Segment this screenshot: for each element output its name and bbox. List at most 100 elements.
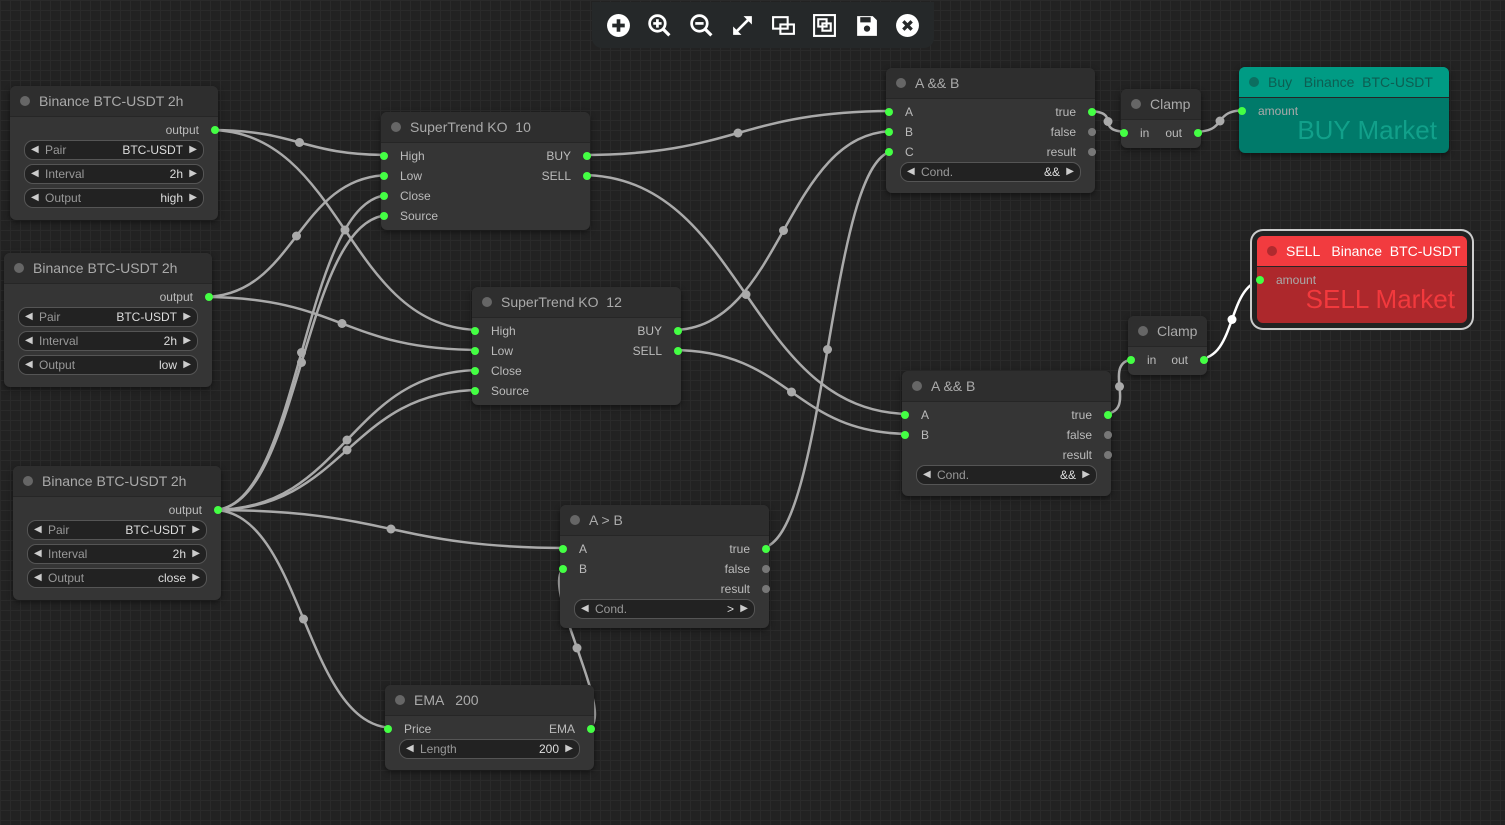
arrow-right-icon[interactable]: ▶ [189, 192, 197, 203]
link-center-handle[interactable] [787, 387, 796, 397]
slot-dot-icon[interactable] [1104, 451, 1112, 459]
arrow-right-icon[interactable]: ▶ [192, 548, 200, 559]
arrow-right-icon[interactable]: ▶ [192, 524, 200, 535]
slot-dot-icon[interactable] [1104, 411, 1112, 419]
node-title[interactable]: A && B [886, 68, 1095, 99]
slot-dot-icon[interactable] [1120, 129, 1128, 137]
add-node-button[interactable] [604, 10, 634, 40]
node-title[interactable]: Clamp [1128, 316, 1207, 347]
input-slot-b[interactable]: B [885, 125, 913, 139]
slot-dot-icon[interactable] [1088, 148, 1096, 156]
slot-dot-icon[interactable] [1088, 128, 1096, 136]
collapse-dot-icon[interactable] [482, 297, 492, 307]
slot-dot-icon[interactable] [380, 152, 388, 160]
input-slot-b[interactable]: B [559, 562, 587, 576]
link-center-handle[interactable] [779, 226, 788, 235]
node-title[interactable]: Buy Binance BTC-USDT [1239, 67, 1449, 98]
arrow-right-icon[interactable]: ▶ [183, 311, 191, 322]
node-title[interactable]: A && B [902, 371, 1111, 402]
link-center-handle[interactable] [1103, 117, 1113, 126]
arrow-left-icon[interactable]: ◀ [31, 168, 39, 179]
input-slot-b[interactable]: B [901, 428, 929, 442]
input-slot-in[interactable]: in [1127, 353, 1156, 367]
arrow-left-icon[interactable]: ◀ [923, 469, 931, 480]
slot-dot-icon[interactable] [762, 585, 770, 593]
slot-dot-icon[interactable] [1104, 431, 1112, 439]
link-center-handle[interactable] [342, 445, 352, 455]
slot-dot-icon[interactable] [583, 152, 591, 160]
collapse-dot-icon[interactable] [1131, 99, 1141, 109]
output-slot-true[interactable]: true [1055, 105, 1096, 119]
output-slot-buy[interactable]: BUY [637, 324, 682, 338]
slot-dot-icon[interactable] [901, 411, 909, 419]
widget-cond[interactable]: ◀Cond.>▶ [574, 599, 755, 619]
node-title[interactable]: EMA 200 [385, 685, 594, 716]
slot-dot-icon[interactable] [214, 506, 222, 514]
node-title[interactable]: SELL Binance BTC-USDT [1257, 236, 1467, 267]
arrow-right-icon[interactable]: ▶ [565, 743, 573, 754]
node-title[interactable]: Binance BTC-USDT 2h [4, 253, 212, 284]
link-center-handle[interactable] [295, 138, 304, 147]
output-slot-buy[interactable]: BUY [546, 149, 591, 163]
slot-dot-icon[interactable] [901, 431, 909, 439]
arrow-right-icon[interactable]: ▶ [189, 168, 197, 179]
collapse-dot-icon[interactable] [570, 515, 580, 525]
node-title[interactable]: A > B [560, 505, 769, 536]
slot-dot-icon[interactable] [885, 128, 893, 136]
arrow-left-icon[interactable]: ◀ [406, 743, 414, 754]
arrow-right-icon[interactable]: ▶ [1082, 469, 1090, 480]
slot-dot-icon[interactable] [674, 327, 682, 335]
input-slot-high[interactable]: High [380, 149, 425, 163]
collapse-dot-icon[interactable] [391, 122, 401, 132]
slot-dot-icon[interactable] [885, 148, 893, 156]
output-slot-ema[interactable]: EMA [549, 722, 595, 736]
input-slot-close[interactable]: Close [380, 189, 431, 203]
link-center-handle[interactable] [299, 614, 308, 624]
link-center-handle[interactable] [572, 643, 582, 653]
slot-dot-icon[interactable] [471, 347, 479, 355]
output-slot-false[interactable]: false [1067, 428, 1112, 442]
slot-dot-icon[interactable] [674, 347, 682, 355]
input-slot-price[interactable]: Price [384, 722, 431, 736]
slot-dot-icon[interactable] [380, 192, 388, 200]
input-slot-source[interactable]: Source [471, 384, 529, 398]
slot-dot-icon[interactable] [1256, 276, 1264, 284]
collapse-dot-icon[interactable] [23, 476, 33, 486]
slot-dot-icon[interactable] [559, 565, 567, 573]
slot-dot-icon[interactable] [1088, 108, 1096, 116]
link-center-handle[interactable] [342, 435, 352, 445]
collapse-dot-icon[interactable] [1267, 246, 1277, 256]
arrow-left-icon[interactable]: ◀ [34, 572, 42, 583]
arrow-left-icon[interactable]: ◀ [25, 335, 33, 346]
collapse-dot-icon[interactable] [912, 381, 922, 391]
arrow-left-icon[interactable]: ◀ [581, 603, 589, 614]
group-button[interactable] [769, 10, 799, 40]
output-slot-out[interactable]: out [1165, 126, 1202, 140]
input-slot-source[interactable]: Source [380, 209, 438, 223]
slot-dot-icon[interactable] [471, 327, 479, 335]
arrow-left-icon[interactable]: ◀ [25, 311, 33, 322]
widget-cond[interactable]: ◀Cond.&&▶ [916, 465, 1097, 485]
arrow-left-icon[interactable]: ◀ [34, 524, 42, 535]
link-center-handle[interactable] [823, 345, 832, 354]
arrow-left-icon[interactable]: ◀ [34, 548, 42, 559]
arrow-right-icon[interactable]: ▶ [189, 144, 197, 155]
output-slot-result[interactable]: result [1063, 448, 1112, 462]
output-slot-result[interactable]: result [721, 582, 770, 596]
link-center-handle[interactable] [297, 358, 306, 367]
arrow-left-icon[interactable]: ◀ [31, 192, 39, 203]
arrow-left-icon[interactable]: ◀ [907, 166, 915, 177]
